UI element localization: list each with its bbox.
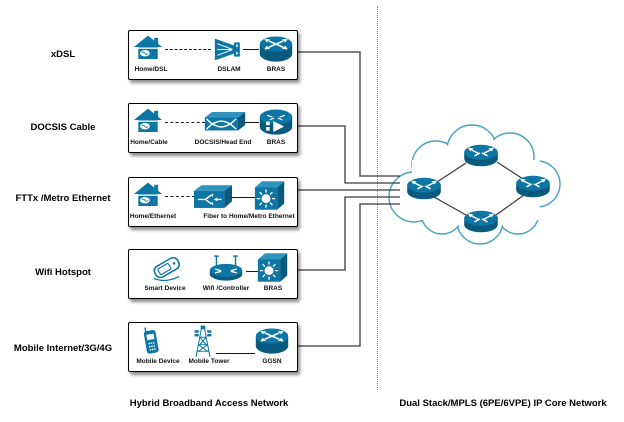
dashed-link-line xyxy=(165,49,211,50)
access-box-xdsl: Home/DSL DSLAM BRAS xyxy=(128,30,298,80)
router-icon xyxy=(254,327,290,356)
access-box-wifi: Smart Device Wifi /Controller BRAS xyxy=(128,249,298,299)
node-label: GGSN xyxy=(262,358,282,365)
node-label: BRAS xyxy=(266,66,286,73)
router-icon xyxy=(258,35,294,64)
node-label: Home/Cable xyxy=(130,139,168,146)
row-label-xdsl: xDSL xyxy=(50,49,76,60)
cable-headend-icon xyxy=(204,112,246,136)
solid-link-line xyxy=(231,197,255,198)
fiber-splitter-icon xyxy=(194,185,232,210)
dashed-link-line xyxy=(165,196,195,197)
core-section-title: Dual Stack/MPLS (6PE/6VPE) IP Core Netwo… xyxy=(399,398,607,409)
mobile-phone-icon xyxy=(140,325,162,356)
row-label-fttx: FTTx /Metro Ethernet xyxy=(15,193,111,204)
node-label: Home/DSL xyxy=(134,66,168,73)
access-box-docsis: Home/Cable DOCSIS/Head End BRAS xyxy=(128,103,298,153)
node-label: Mobile Device xyxy=(136,358,180,365)
core-router-icon xyxy=(463,144,499,167)
smart-device-icon xyxy=(146,254,188,282)
dashed-link-line xyxy=(165,122,205,123)
row-label-wifi: Wifi Hotspot xyxy=(35,267,91,278)
solid-link-line xyxy=(245,122,259,123)
node-label: DOCSIS/Head End xyxy=(194,139,252,146)
core-router-icon xyxy=(463,210,499,233)
node-label: Mobile Tower xyxy=(188,358,230,365)
node-label: Home/Ethernet xyxy=(129,213,177,220)
cell-tower-icon xyxy=(189,324,217,358)
node-label: DSLAM xyxy=(217,66,241,73)
node-label: Fiber to Home/Metro Ethernet xyxy=(203,213,295,220)
solid-link-line xyxy=(246,271,258,272)
router-icon xyxy=(258,108,294,137)
dslam-icon xyxy=(212,37,246,62)
node-label: Wifi /Controller xyxy=(202,285,250,292)
row-label-docsis: DOCSIS Cable xyxy=(30,122,96,133)
node-label: BRAS xyxy=(263,285,283,292)
home-icon xyxy=(133,34,163,61)
wifi-controller-icon xyxy=(205,253,247,282)
core-router-icon xyxy=(515,175,551,198)
access-section-title: Hybrid Broadband Access Network xyxy=(129,398,289,409)
core-router-link-lines xyxy=(433,161,525,216)
core-router-icon xyxy=(406,177,442,200)
switch-icon xyxy=(257,252,289,283)
node-label: BRAS xyxy=(266,139,286,146)
solid-link-line xyxy=(243,49,259,50)
row-label-mobile: Mobile Internet/3G/4G xyxy=(13,343,113,354)
switch-icon xyxy=(254,180,286,211)
home-icon xyxy=(133,107,163,134)
solid-link-line xyxy=(216,353,255,354)
access-box-mobile: Mobile Device Mobile Tower GGSN xyxy=(128,322,298,372)
home-icon xyxy=(133,181,163,208)
access-box-fttx: Home/Ethernet Fiber to Home/Metro Ethern… xyxy=(128,177,298,227)
node-label: Smart Device xyxy=(144,285,186,292)
